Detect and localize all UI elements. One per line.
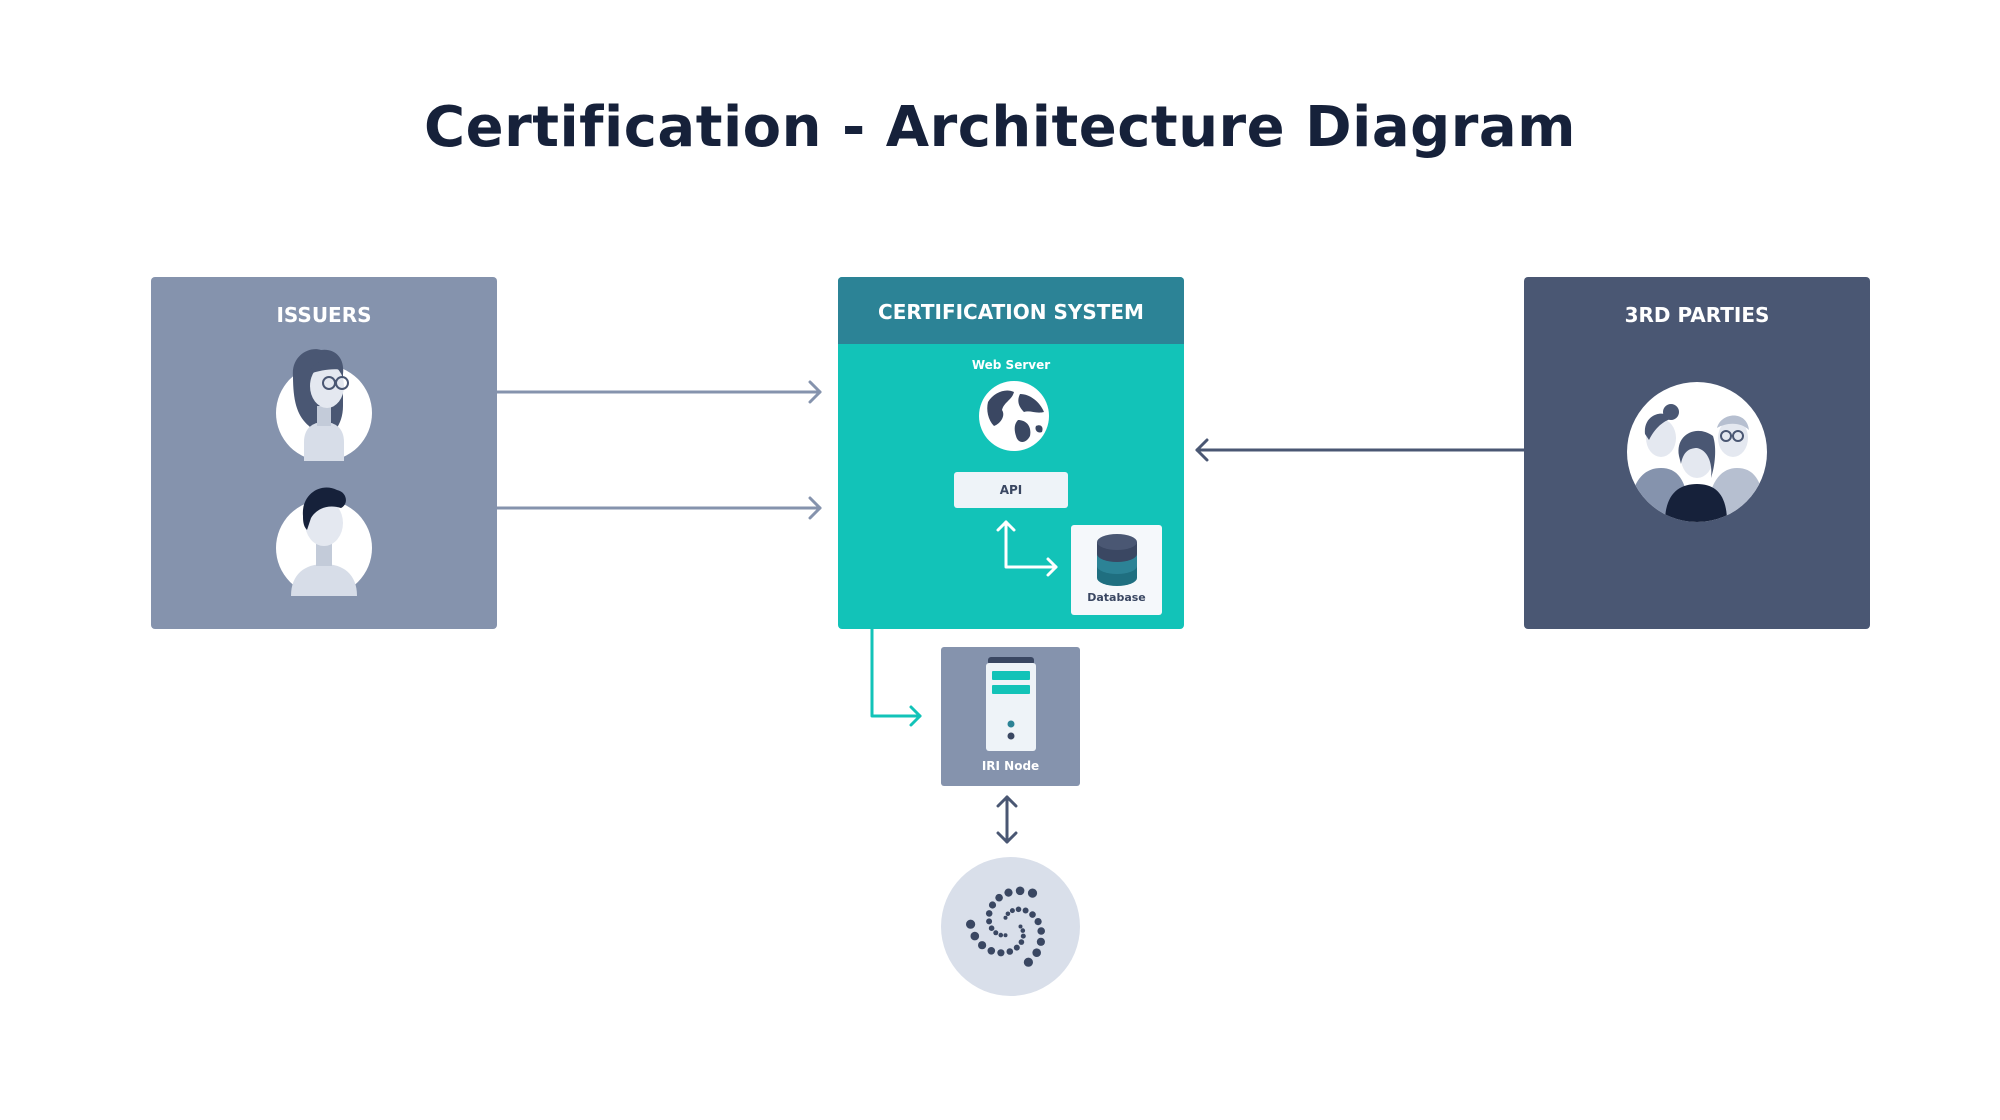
globe-icon [979, 381, 1049, 451]
third-parties-arrow [1195, 438, 1526, 462]
database-icon [1097, 534, 1137, 586]
issuer-arrow-top [495, 380, 822, 404]
issuer-arrow-bottom [495, 496, 822, 520]
iri-node-box: IRI Node [941, 647, 1080, 786]
page-title: Certification - Architecture Diagram [424, 95, 1576, 160]
server-icon [986, 657, 1036, 751]
issuers-panel: ISSUERS [151, 277, 497, 629]
api-database-arrow [996, 520, 1058, 577]
web-server-label: Web Server [971, 358, 1051, 372]
issuers-label: ISSUERS [276, 303, 372, 327]
database-box: Database [1071, 525, 1162, 615]
iota-logo-icon [941, 857, 1080, 996]
iri-node-label: IRI Node [981, 759, 1040, 773]
database-label: Database [1087, 591, 1146, 604]
api-box: API [954, 472, 1068, 508]
certification-system-label: CERTIFICATION SYSTEM [878, 300, 1144, 324]
third-parties-panel: 3RD PARTIES [1524, 277, 1870, 629]
certification-system-header [838, 277, 1184, 344]
group-avatar-icon [1627, 382, 1767, 522]
certification-system-panel: CERTIFICATION SYSTEM Web Server API Data… [838, 277, 1184, 629]
woman-avatar-icon [276, 349, 372, 461]
certification-iri-arrow [870, 627, 922, 727]
third-parties-label: 3RD PARTIES [1624, 303, 1770, 327]
iri-iota-arrow [996, 795, 1018, 844]
man-avatar-icon [276, 487, 372, 596]
